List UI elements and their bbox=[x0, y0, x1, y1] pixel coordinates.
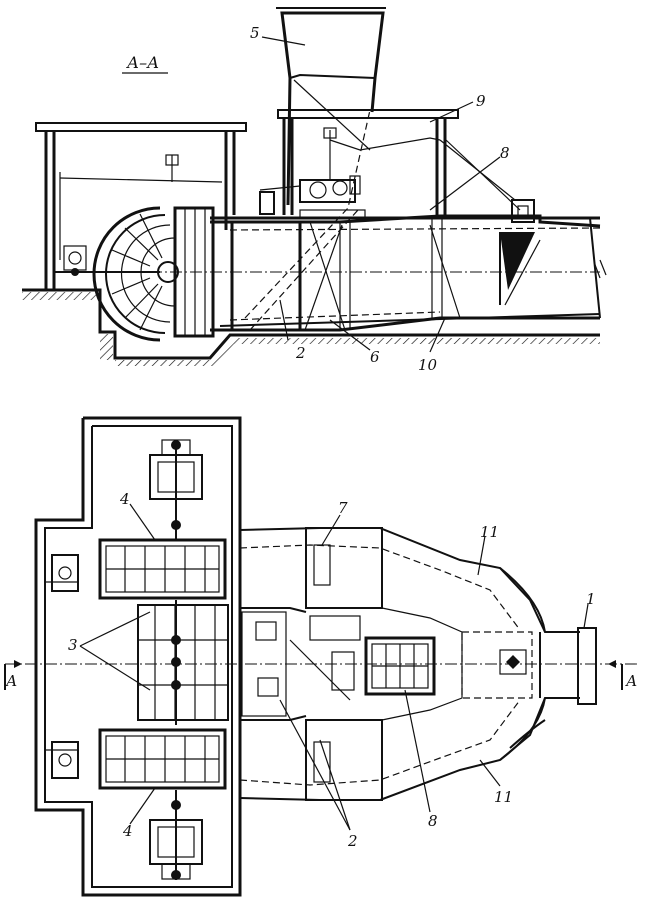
diffuser-duct bbox=[130, 109, 601, 332]
callout-1: 1 bbox=[586, 590, 596, 608]
leader-lines-side bbox=[261, 36, 501, 353]
callout-11-bottom: 11 bbox=[494, 788, 513, 806]
callout-8-plan: 8 bbox=[428, 812, 438, 830]
side-drive-top bbox=[45, 554, 79, 592]
callout-4-top: 4 bbox=[119, 490, 130, 508]
left-building-frame bbox=[35, 122, 247, 290]
central-fans bbox=[137, 600, 229, 725]
callout-4-bottom: 4 bbox=[122, 822, 133, 840]
callout-2-plan: 2 bbox=[347, 832, 358, 850]
section-mark-right: А bbox=[625, 672, 637, 690]
leader-lines-plan bbox=[79, 503, 589, 831]
callout-3: 3 bbox=[68, 636, 78, 654]
callout-2-side: 2 bbox=[295, 344, 306, 362]
fan-rotor bbox=[55, 206, 215, 342]
plan-diffuser bbox=[239, 527, 597, 801]
callout-9: 9 bbox=[476, 92, 486, 110]
callout-7: 7 bbox=[338, 499, 348, 517]
gate-damper bbox=[499, 232, 541, 306]
motor-unit-top bbox=[149, 439, 203, 540]
section-view-a-a: А–А bbox=[22, 7, 607, 374]
intake-hood bbox=[276, 7, 386, 206]
arrowhead-right bbox=[608, 660, 616, 668]
deck-machinery bbox=[259, 175, 535, 223]
side-drive-bottom bbox=[45, 741, 79, 779]
arrowhead-left bbox=[14, 660, 22, 668]
callout-5: 5 bbox=[250, 24, 260, 42]
plan-view: 4 4 3 7 2 8 11 11 1 А А bbox=[4, 416, 640, 897]
callout-10: 10 bbox=[418, 356, 438, 374]
motor-unit-bottom bbox=[149, 790, 203, 880]
callout-11-top: 11 bbox=[480, 523, 499, 541]
callout-8-side: 8 bbox=[500, 144, 510, 162]
fan-unit-top bbox=[98, 538, 227, 600]
section-title: А–А bbox=[126, 53, 159, 72]
plan-building-outline bbox=[34, 416, 242, 897]
superstructure-frame bbox=[277, 109, 521, 215]
section-mark-left: А bbox=[5, 672, 17, 690]
foundation bbox=[22, 259, 607, 366]
fan-unit-bottom bbox=[98, 728, 227, 790]
plan-heat-exchanger bbox=[364, 636, 436, 696]
callout-6: 6 bbox=[370, 348, 380, 366]
